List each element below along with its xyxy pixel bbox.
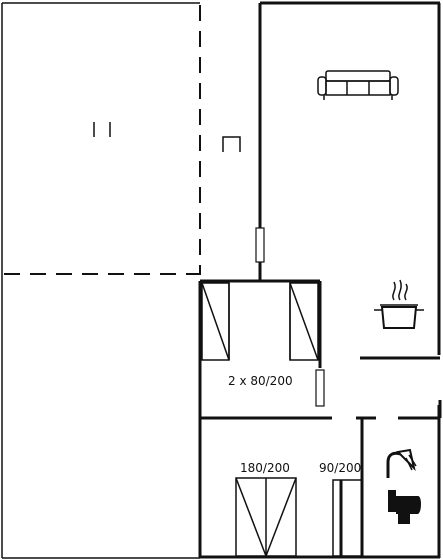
wardrobe-right xyxy=(289,282,319,361)
toilet-icon xyxy=(388,490,421,524)
door-opening-living xyxy=(255,227,265,263)
pillar-marker-icon xyxy=(93,122,111,137)
double-bedroom-wardrobe xyxy=(235,477,297,557)
twin-bedroom-wardrobes xyxy=(201,282,319,361)
openings xyxy=(255,227,325,407)
twin-bed-label: 2 x 80/200 xyxy=(228,374,293,388)
single-bed-label: 90/200 xyxy=(319,461,361,475)
window-marker-icon xyxy=(222,136,241,152)
single-bedroom-wardrobe xyxy=(332,479,363,557)
cooktop-pot-icon xyxy=(374,279,424,329)
wardrobe-left xyxy=(201,282,230,361)
sofa-icon xyxy=(317,70,399,100)
door-opening-twin xyxy=(315,369,325,407)
terrace-area xyxy=(1,2,241,559)
walls xyxy=(198,1,442,559)
shower-icon xyxy=(386,448,417,478)
double-bed-label: 180/200 xyxy=(240,461,290,475)
